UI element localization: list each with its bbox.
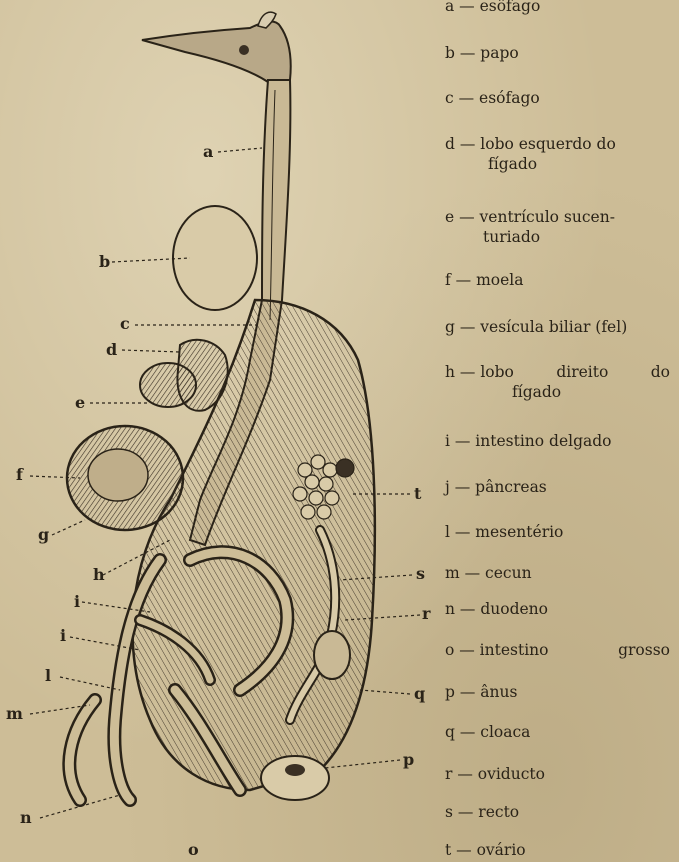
- label-o: o: [188, 842, 199, 858]
- legend-entry-e-line1: e — ventrículo sucen-: [445, 208, 615, 226]
- label-i-upper: i: [74, 594, 80, 610]
- legend-entry-d-line1: d — lobo esquerdo do: [445, 135, 616, 153]
- oviduct-bulge-shape: [314, 631, 350, 679]
- label-i-lower: i: [60, 628, 66, 644]
- legend-entry-d-line2: fígado: [445, 154, 677, 174]
- legend-entry-e: e — ventrículo sucen- turiado: [445, 207, 677, 247]
- label-t: t: [414, 486, 421, 502]
- legend-entry-t: t — ovário: [445, 840, 677, 860]
- legend-entry-q: q — cloaca: [445, 722, 677, 742]
- label-s: s: [416, 566, 425, 582]
- legend-entry-d: d — lobo esquerdo do fígado: [445, 134, 677, 174]
- legend-entry-h-part3: do: [651, 362, 670, 382]
- legend-entry-o-part2: grosso: [618, 640, 670, 660]
- legend-entry-c: c — esófago: [445, 88, 677, 108]
- label-r: r: [422, 606, 430, 622]
- label-g: g: [38, 527, 49, 543]
- label-m: m: [6, 706, 23, 722]
- legend-entry-l: l — mesentério: [445, 522, 677, 542]
- label-a: a: [203, 144, 213, 160]
- label-l: l: [45, 668, 51, 684]
- legend-entry-m: m — cecun: [445, 563, 677, 583]
- legend-entry-i: i — intestino delgado: [445, 431, 677, 451]
- label-d: d: [106, 342, 117, 358]
- label-p: p: [403, 752, 414, 768]
- legend-entry-o: o — intestino grosso: [445, 640, 677, 660]
- legend-entry-n: n — duodeno: [445, 599, 677, 619]
- legend-entry-h-part2: direito: [556, 362, 608, 382]
- label-n: n: [20, 810, 32, 826]
- legend: a — esôfago b — papo c — esófago d — lob…: [445, 0, 677, 862]
- label-q: q: [414, 686, 425, 702]
- label-b: b: [99, 254, 110, 270]
- legend-entry-g: g — vesícula biliar (fel): [445, 317, 677, 337]
- head-shape: [142, 22, 291, 82]
- legend-entry-r: r — oviducto: [445, 764, 677, 784]
- legend-entry-j: j — pâncreas: [445, 477, 677, 497]
- legend-entry-f: f — moela: [445, 270, 677, 290]
- legend-entry-e-line2: turiado: [445, 227, 677, 247]
- legend-entry-a: a — esôfago: [445, 0, 677, 16]
- label-e: e: [75, 395, 85, 411]
- legend-entry-h: h — lobo direito do fígado: [445, 362, 677, 402]
- legend-entry-h-part1: h — lobo: [445, 362, 514, 382]
- label-h: h: [93, 567, 105, 583]
- chicken-anatomy-illustration: [0, 0, 440, 862]
- label-c: c: [120, 316, 130, 332]
- eye-shape: [239, 45, 249, 55]
- legend-entry-b: b — papo: [445, 43, 677, 63]
- cloaca-shape: [261, 756, 329, 800]
- legend-entry-s: s — recto: [445, 802, 677, 822]
- legend-entry-h-line2: fígado: [445, 382, 677, 402]
- legend-entry-o-part1: o — intestino: [445, 640, 548, 660]
- proventriculus-shape: [140, 363, 196, 407]
- legend-entry-p: p — ânus: [445, 682, 677, 702]
- label-f: f: [16, 467, 23, 483]
